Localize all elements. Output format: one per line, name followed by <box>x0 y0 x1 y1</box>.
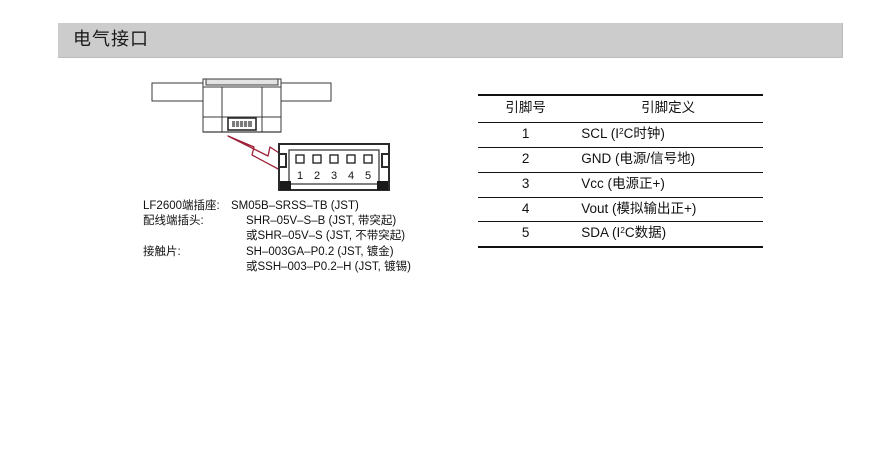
onboard-connector <box>227 117 257 131</box>
cell-pin-number: 2 <box>478 146 574 173</box>
cell-pin-definition: GND (电源/信号地) <box>573 146 763 173</box>
column-header-pin-number: 引脚号 <box>478 93 574 123</box>
def-text-post: C数据) <box>624 225 667 241</box>
pinout-table: 引脚号 引脚定义 1 SCL (I2C时钟) 2 GND (电源/信号地) 3 … <box>478 93 763 249</box>
table-row: 2 GND (电源/信号地) <box>478 146 763 173</box>
def-superscript: 2 <box>620 225 625 236</box>
table-header-row: 引脚号 引脚定义 <box>478 93 763 123</box>
connector-spec-block: LF2600端插座: SM05B–SRSS–TB (JST) 配线端插头: SHR–… <box>143 199 443 275</box>
cell-pin-number: 4 <box>478 196 574 223</box>
spec-value-plug-alt: 或SHR–05V–S (JST, 不带突起) <box>246 230 406 243</box>
def-text-pre: SDA (I <box>581 225 621 241</box>
section-header-banner: 电气接口 <box>58 23 843 58</box>
spec-value-socket: SM05B–SRSS–TB (JST) <box>231 200 359 212</box>
cell-pin-definition: SDA (I2C数据) <box>573 221 763 249</box>
spec-line-3: 或SHR–05V–S (JST, 不带突起) <box>143 229 443 244</box>
cell-pin-number: 5 <box>478 221 574 249</box>
spec-value-contact: SH–003GA–P0.2 (JST, 镀金) <box>246 245 394 258</box>
table-row: 3 Vcc (电源正+) <box>478 171 763 198</box>
page-title: 电气接口 <box>73 29 149 50</box>
table-row: 1 SCL (I2C时钟) <box>478 121 763 148</box>
spec-label-plug: 配线端插头: <box>143 215 204 228</box>
spec-line-1: LF2600端插座: SM05B–SRSS–TB (JST) <box>143 199 443 214</box>
spec-line-2: 配线端插头: SHR–05V–S–B (JST, 带突起) <box>143 214 443 229</box>
def-text-pre: SCL (I <box>581 125 619 141</box>
spec-line-5: 或SSH–003–P0.2–H (JST, 镀锡) <box>143 260 443 275</box>
pin-number-1: 1 <box>297 170 303 182</box>
def-text-post: C时钟) <box>623 125 665 141</box>
cell-pin-definition: Vcc (电源正+) <box>573 171 763 198</box>
pin-number-3: 3 <box>331 170 337 182</box>
cell-pin-number: 3 <box>478 171 574 198</box>
def-superscript: 2 <box>618 125 624 136</box>
pin-number-4: 4 <box>348 170 354 182</box>
cell-pin-number: 1 <box>478 121 574 148</box>
table-row: 4 Vout (模拟输出正+) <box>478 196 763 223</box>
pin-number-2: 2 <box>314 170 320 182</box>
table-row: 5 SDA (I2C数据) <box>478 221 763 249</box>
pin-number-5: 5 <box>365 170 371 182</box>
def-text-pre: Vout (模拟输出正+) <box>581 200 697 216</box>
def-text-pre: GND (电源/信号地) <box>581 150 696 166</box>
cell-pin-definition: Vout (模拟输出正+) <box>573 196 763 223</box>
spec-value-plug: SHR–05V–S–B (JST, 带突起) <box>246 215 397 228</box>
cell-pin-definition: SCL (I2C时钟) <box>573 121 763 148</box>
spec-label-socket: LF2600端插座: <box>143 200 220 212</box>
connector-pinout-diagram: 1 2 3 4 5 <box>278 143 390 191</box>
spec-label-contact: 接触片: <box>143 245 181 258</box>
column-header-pin-definition: 引脚定义 <box>573 93 763 123</box>
def-text-pre: Vcc (电源正+) <box>581 175 665 191</box>
spec-line-4: 接触片: SH–003GA–P0.2 (JST, 镀金) <box>143 245 443 260</box>
spec-value-contact-alt: 或SSH–003–P0.2–H (JST, 镀锡) <box>246 260 411 273</box>
illustration-area: 1 2 3 4 5 <box>140 70 440 290</box>
